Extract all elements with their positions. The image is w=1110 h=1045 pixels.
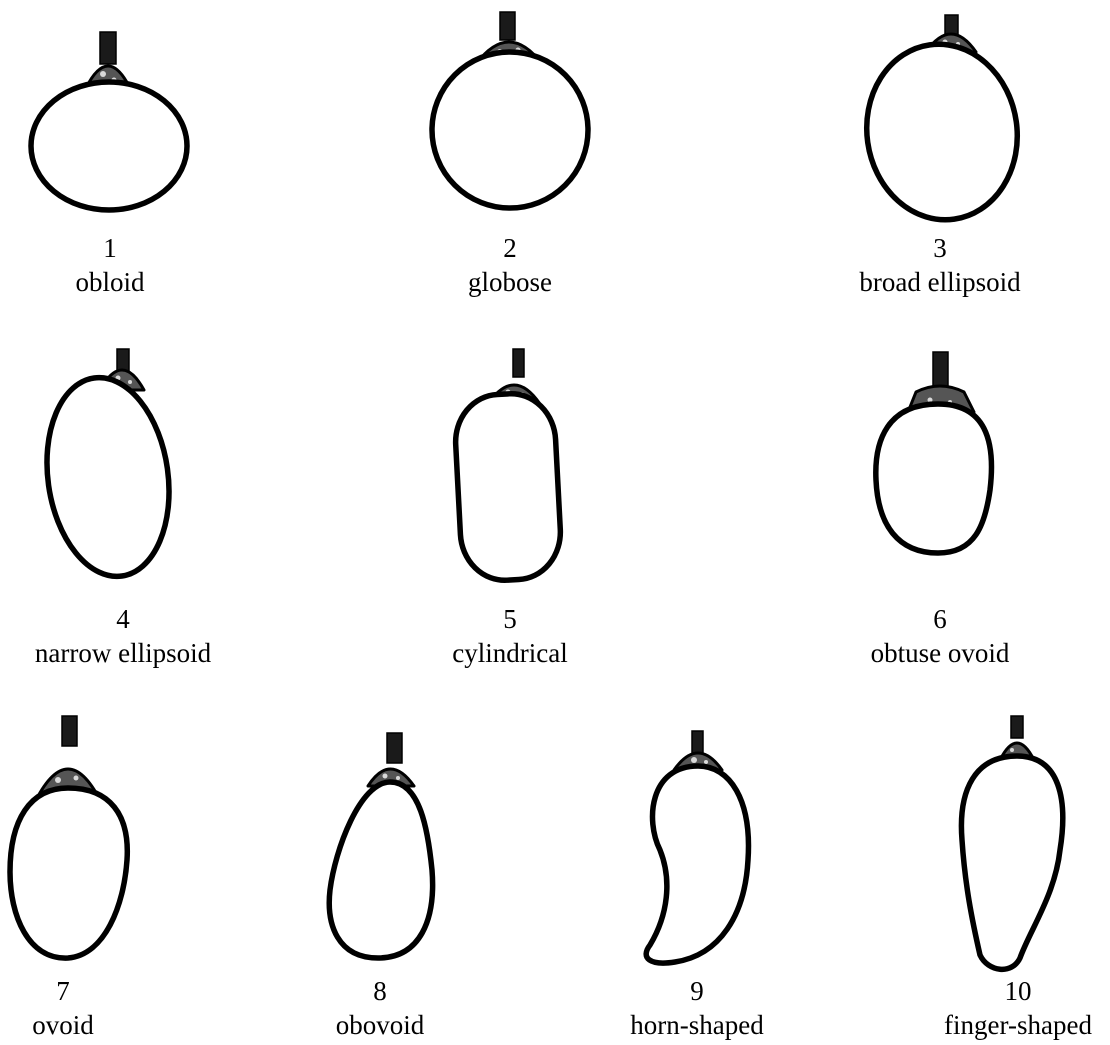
ovoid-fruit-icon <box>10 716 127 958</box>
fruit-shape-item: 9 horn-shaped <box>630 731 764 1040</box>
shape-number: 9 <box>690 976 704 1006</box>
narrow-ellipsoid-fruit-icon <box>35 349 182 584</box>
broad-ellipsoid-fruit-icon <box>855 15 1028 230</box>
fruit-shape-item: 6 obtuse ovoid <box>871 352 1010 668</box>
shape-number: 2 <box>503 233 517 263</box>
shape-number: 4 <box>116 604 130 634</box>
fruit-shape-item: 1 obloid <box>31 32 187 297</box>
fruit-shape-item: 8 obovoid <box>329 733 432 1040</box>
shape-number: 5 <box>503 604 517 634</box>
cylindrical-fruit-icon <box>453 349 563 582</box>
shape-name: finger-shaped <box>944 1010 1092 1040</box>
shape-name: narrow ellipsoid <box>35 638 212 668</box>
shape-name: globose <box>468 267 552 297</box>
horn-shaped-fruit-icon <box>646 731 748 963</box>
shape-number: 1 <box>103 233 117 263</box>
obtuse-ovoid-fruit-icon <box>876 352 992 553</box>
obloid-fruit-icon <box>31 32 187 210</box>
globose-fruit-icon <box>432 12 588 208</box>
shape-number: 6 <box>933 604 947 634</box>
shape-name: horn-shaped <box>630 1010 764 1040</box>
shape-number: 3 <box>933 233 947 263</box>
fruit-shape-item: 5 cylindrical <box>452 349 567 668</box>
shape-name: obovoid <box>336 1010 425 1040</box>
shape-name: ovoid <box>32 1010 94 1040</box>
shape-number: 8 <box>373 976 387 1006</box>
fruit-shape-item: 2 globose <box>432 12 588 297</box>
shape-number: 7 <box>56 976 70 1006</box>
fruit-shape-item: 7 ovoid <box>10 716 127 1040</box>
fruit-shape-item: 4 narrow ellipsoid <box>35 349 212 668</box>
shape-name: obloid <box>75 267 145 297</box>
finger-shaped-fruit-icon <box>961 716 1062 969</box>
fruit-shape-item: 3 broad ellipsoid <box>855 15 1028 297</box>
shape-number: 10 <box>1005 976 1032 1006</box>
shape-name: broad ellipsoid <box>859 267 1021 297</box>
shape-name: obtuse ovoid <box>871 638 1010 668</box>
shape-name: cylindrical <box>452 638 567 668</box>
fruit-shape-item: 10 finger-shaped <box>944 716 1092 1040</box>
obovoid-fruit-icon <box>329 733 432 958</box>
